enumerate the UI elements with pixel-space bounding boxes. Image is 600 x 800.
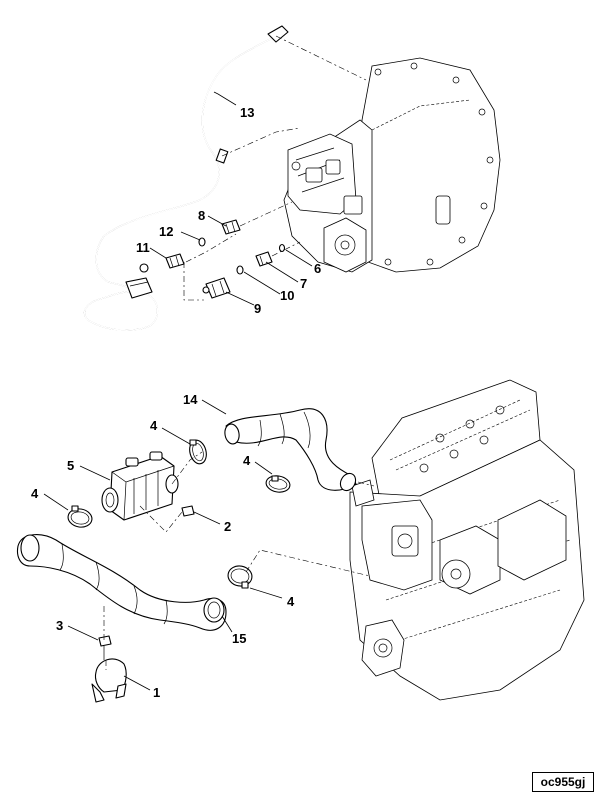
- callout-9: 9: [254, 301, 261, 316]
- switch-item-9: [202, 277, 231, 299]
- o-ring-item-12: [198, 237, 206, 247]
- lower-hose-item-15: [16, 534, 227, 631]
- hose-clamp-item-4-mid: [265, 475, 291, 493]
- callouts-top: 13 8 12 11 6 7 10 9: [136, 105, 321, 316]
- o-ring-item-6: [278, 243, 286, 253]
- callout-4-lower: 4: [287, 594, 295, 609]
- callout-7: 7: [300, 276, 307, 291]
- hose-clamp-item-4-left: [67, 505, 93, 528]
- fitting-item-8: [221, 219, 241, 235]
- callout-2: 2: [224, 519, 231, 534]
- callout-4-upper: 4: [150, 418, 158, 433]
- o-ring-item-10: [236, 265, 244, 275]
- callouts-bottom: 14 4 4 5 4 2 4 15 3 1: [31, 392, 295, 700]
- callout-14: 14: [183, 392, 198, 407]
- bolt-item-2: [181, 505, 195, 517]
- figure-code-label: oc955gj: [532, 772, 594, 792]
- callout-12: 12: [159, 224, 173, 239]
- callout-3: 3: [56, 618, 63, 633]
- engine-block: [349, 379, 585, 701]
- hose-clamp-item-4-upper: [189, 439, 207, 465]
- upper-hose-item-14: [224, 408, 357, 492]
- callout-6: 6: [314, 261, 321, 276]
- leader-lines-bottom: [43, 399, 375, 691]
- callout-11: 11: [136, 240, 150, 255]
- callout-4-mid: 4: [243, 453, 251, 468]
- fitting-item-11: [165, 253, 185, 269]
- callout-13: 13: [240, 105, 254, 120]
- oil-cooler-item-5: [101, 451, 179, 521]
- transmission-housing: [283, 57, 501, 273]
- callout-15: 15: [232, 631, 246, 646]
- callout-5: 5: [67, 458, 74, 473]
- hose-clamp-item-4-lower: [227, 565, 253, 589]
- cooler-tube-assembly: [83, 25, 289, 331]
- callout-1: 1: [153, 685, 160, 700]
- bolt-item-3: [98, 635, 112, 660]
- callout-8: 8: [198, 208, 205, 223]
- callout-4-left: 4: [31, 486, 39, 501]
- fitting-item-7: [255, 251, 273, 267]
- leader-lines-top: [149, 35, 367, 306]
- callout-10: 10: [280, 288, 294, 303]
- bracket-item-1: [91, 658, 127, 703]
